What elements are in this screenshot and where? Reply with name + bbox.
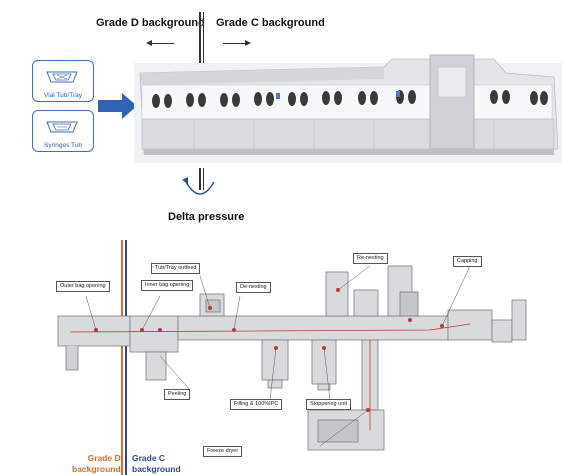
arrow-right-icon [245, 40, 251, 46]
grade-c-background-label: Grade C background [216, 17, 325, 29]
grade-d-bottom-label: Grade D background [72, 453, 121, 475]
vial-tub-tray-box: Vial Tub/Tray [32, 60, 94, 102]
tag-inner-bag-opening: Inner bag opening [141, 280, 194, 291]
tag-stoppering-unit: Stoppering unit [306, 399, 351, 410]
tag-re-nesting: Re-nesting [353, 253, 388, 264]
grade-d-line2: background [72, 464, 121, 474]
delta-pressure-label: Delta pressure [168, 211, 245, 223]
filling-line-machine-illustration [134, 54, 562, 163]
tag-outer-bag-opening: Outer bag opening [56, 281, 110, 292]
arrow-left-icon [146, 40, 152, 46]
grade-d-background-label: Grade D background [96, 17, 205, 29]
arrow-left-line [152, 43, 174, 44]
syringes-tub-icon [46, 121, 78, 133]
grade-d-boundary-line [121, 240, 123, 475]
grade-d-line1: Grade D [87, 453, 121, 463]
grade-c-boundary-line [125, 240, 127, 475]
grade-c-bottom-label: Grade C background [132, 453, 181, 475]
infeed-arrow-icon [98, 93, 137, 119]
barrier-divider-bottom-2 [203, 168, 204, 190]
tag-capping: Capping [453, 256, 482, 267]
floor-plan-layout [57, 265, 527, 451]
delta-pressure-arrow-icon [182, 177, 215, 195]
grade-c-line1: Grade C [132, 453, 166, 463]
tag-freeze-dryer: Freeze dryer [203, 446, 243, 457]
tag-tub-tray-outfeed: Tub/Tray outfeed [151, 263, 201, 274]
barrier-divider-bottom [199, 168, 201, 190]
vial-tub-icon [46, 71, 78, 83]
arrow-right-line [223, 43, 245, 44]
barrier-divider-top-2 [203, 12, 204, 64]
grade-c-line2: background [132, 464, 181, 474]
tag-peeling: Peeling [164, 389, 191, 400]
vial-tub-tray-label: Vial Tub/Tray [44, 92, 82, 99]
tag-de-nesting: De-nesting [236, 282, 271, 293]
syringes-tub-label: Syringes Tub [44, 142, 82, 149]
barrier-divider-top [199, 12, 201, 64]
tag-filling-ipc: Filling & 100%IPC [230, 399, 283, 410]
syringes-tub-box: Syringes Tub [32, 110, 94, 152]
